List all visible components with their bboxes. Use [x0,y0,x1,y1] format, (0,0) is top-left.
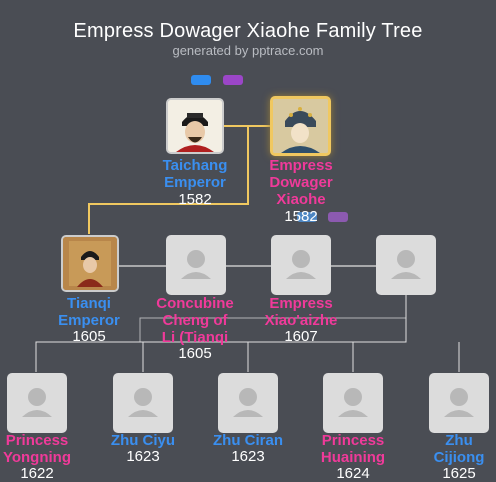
name-concubine: Concubine Cheng of Li (Tianqi [156,295,234,346]
year-xiaoaizhe: 1607 [284,328,318,345]
portrait-taichang[interactable] [166,98,224,154]
name-xiaohe: Empress Dowager Xiaohe [269,157,333,208]
empress-portrait-icon [273,99,328,153]
person-placeholder-icon [391,250,421,279]
portrait-cijiong[interactable] [429,373,489,433]
person-placeholder-icon [128,388,158,417]
name-cijiong: Zhu Cijiong [433,432,485,466]
name-ciyu: Zhu Ciyu [110,432,176,449]
portrait-concubine[interactable] [166,235,226,295]
name-taichang: Taichang Emperor [162,157,228,191]
year-ciyu: 1623 [126,448,160,465]
emperor-portrait-icon [63,237,117,290]
person-placeholder-icon [338,388,368,417]
portrait-huaining[interactable] [323,373,383,433]
expand-parents-female-toggle[interactable] [223,75,243,85]
emperor-portrait-icon [168,100,222,152]
person-placeholder-icon [444,388,474,417]
descent-line [88,126,249,234]
year-taichang: 1582 [178,191,212,208]
year-huaining: 1624 [336,465,370,482]
portrait-unknown-spouse[interactable] [376,235,436,295]
portrait-tianqi[interactable] [61,235,119,292]
name-ciran: Zhu Ciran [213,432,283,449]
expand-parents-female-toggle-2[interactable] [328,212,348,222]
person-placeholder-icon [286,250,316,279]
person-placeholder-icon [233,388,263,417]
year-concubine: 1605 [178,345,212,362]
expand-parents-male-toggle[interactable] [191,75,211,85]
name-yongning: Princess Yongning [2,432,72,466]
year-tianqi: 1605 [72,328,106,345]
name-tianqi: Tianqi Emperor [58,295,120,329]
year-xiaohe: 1582 [284,208,318,225]
person-placeholder-icon [22,388,52,417]
page-subtitle: generated by pptrace.com [172,43,324,58]
name-xiaoaizhe: Empress Xiao'aizhe [264,295,338,329]
year-yongning: 1622 [20,465,54,482]
expand-parents-male-toggle-2[interactable] [297,212,317,222]
year-cijiong: 1625 [442,465,476,482]
portrait-ciyu[interactable] [113,373,173,433]
portrait-xiaoaizhe[interactable] [271,235,331,295]
page-title: Empress Dowager Xiaohe Family Tree [73,20,423,42]
person-placeholder-icon [181,250,211,279]
year-ciran: 1623 [231,448,265,465]
child-link-extra [139,300,407,342]
name-huaining: Princess Huaining [320,432,386,466]
portrait-yongning[interactable] [7,373,67,433]
portrait-xiaohe[interactable] [270,96,331,156]
portrait-ciran[interactable] [218,373,278,433]
